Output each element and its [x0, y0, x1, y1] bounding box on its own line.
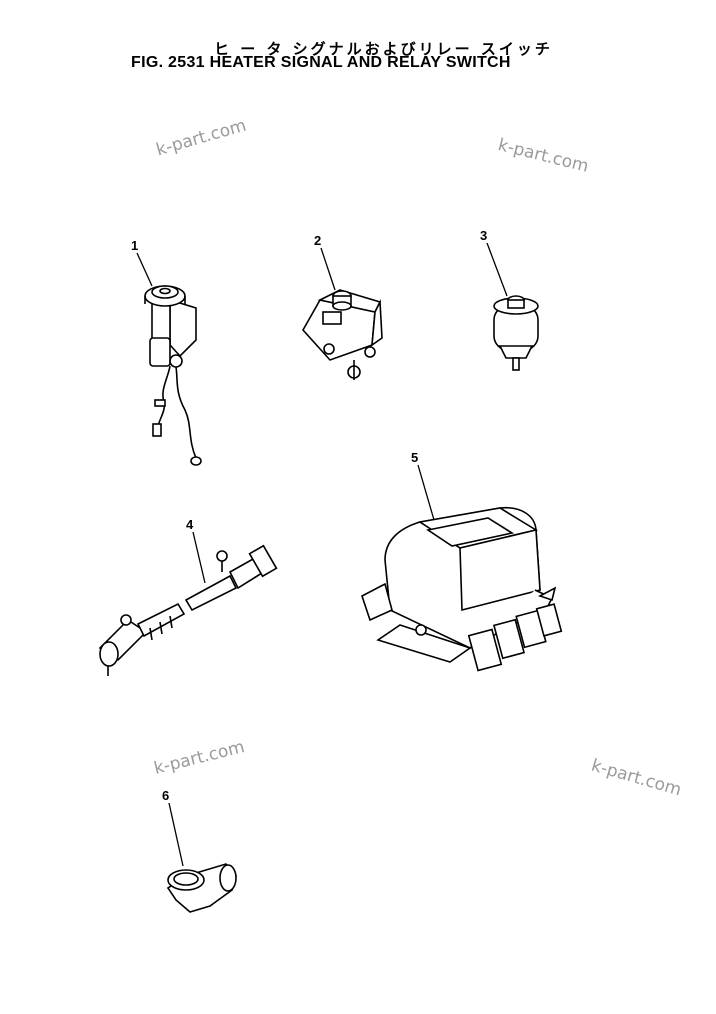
callout-1: 1	[131, 238, 139, 253]
part-6-boot	[166, 863, 237, 913]
part-3-switch	[493, 295, 539, 371]
part-4-harness-tube	[98, 544, 278, 676]
figure-title: FIG. 2531 HEATER SIGNAL AND RELAY SWITCH	[131, 54, 511, 71]
part-1-heater-signal	[144, 285, 202, 466]
part-2-relay	[302, 289, 383, 380]
callout-5: 5	[411, 450, 419, 465]
callout-6: 6	[162, 788, 170, 803]
part-5-control-box	[361, 506, 563, 672]
leader-lines	[136, 242, 508, 867]
figure-title-japanese: ヒ ー タ シグナルおよびリレー スイッチ	[214, 40, 553, 58]
callout-3: 3	[480, 228, 488, 243]
callout-4: 4	[186, 517, 194, 532]
callout-2: 2	[314, 233, 322, 248]
